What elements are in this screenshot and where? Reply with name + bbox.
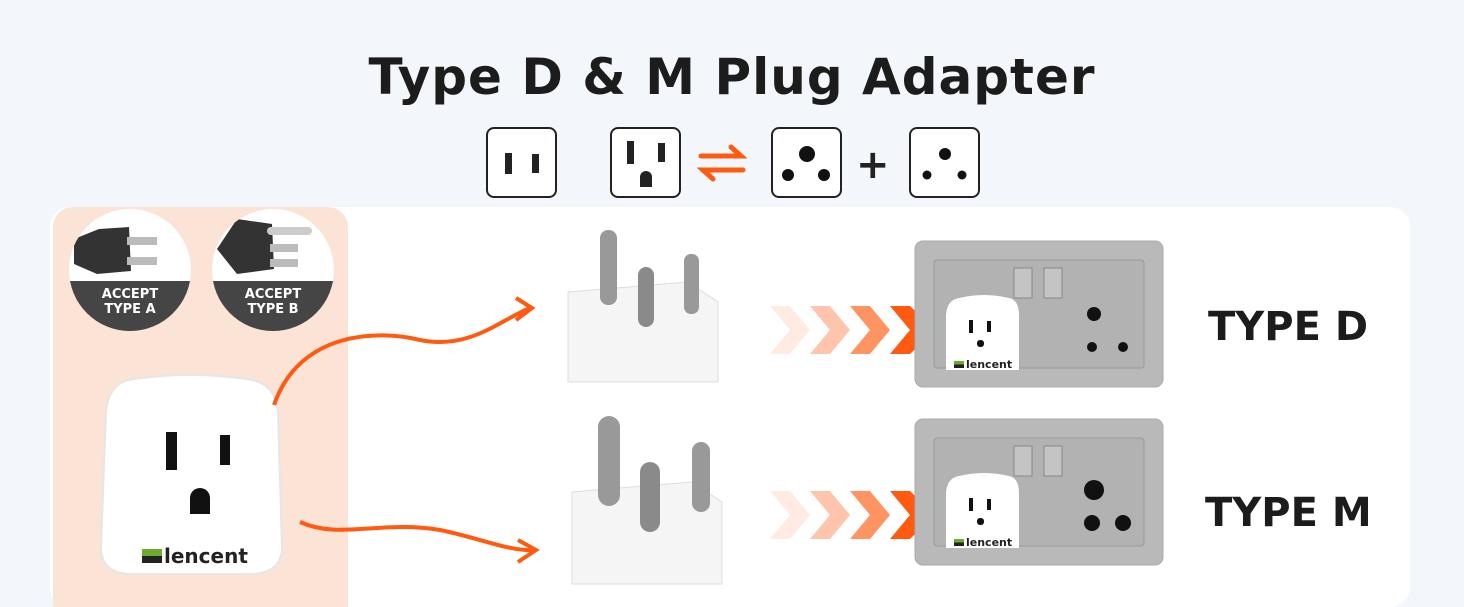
type-a-socket-icon: [486, 127, 557, 198]
brand-logo: lencent: [954, 536, 1012, 549]
type-text: TYPE B: [247, 302, 299, 317]
type-b-plug-icon: [217, 219, 312, 274]
accept-text: ACCEPT: [244, 287, 302, 302]
plus-sign: +: [856, 142, 890, 188]
swap-arrows-icon: [696, 143, 748, 187]
adapter-front-image: lencent: [98, 372, 284, 577]
brand-logo: lencent: [142, 544, 248, 568]
chevron-arrows-icon: [770, 491, 940, 543]
type-d-socket-icon: [771, 127, 842, 198]
brand-name: lencent: [966, 536, 1013, 549]
brand-name: lencent: [966, 358, 1013, 371]
brand-name: lencent: [164, 544, 248, 568]
type-m-wall-socket-image: lencent: [914, 418, 1164, 570]
type-d-wall-socket-image: lencent: [914, 240, 1164, 392]
type-m-socket-icon: [909, 127, 980, 198]
type-m-label: TYPE M: [1205, 490, 1372, 536]
page-title: Type D & M Plug Adapter: [368, 48, 1096, 106]
type-d-label: TYPE D: [1208, 304, 1369, 350]
type-text: TYPE A: [104, 302, 156, 317]
type-d-plug-image: [558, 222, 728, 391]
type-b-socket-icon: [610, 127, 681, 198]
accept-text: ACCEPT: [101, 287, 159, 302]
chevron-arrows-icon: [770, 306, 940, 358]
type-m-plug-image: [562, 412, 732, 591]
brand-logo: lencent: [954, 358, 1012, 371]
type-a-plug-icon: [74, 227, 157, 274]
